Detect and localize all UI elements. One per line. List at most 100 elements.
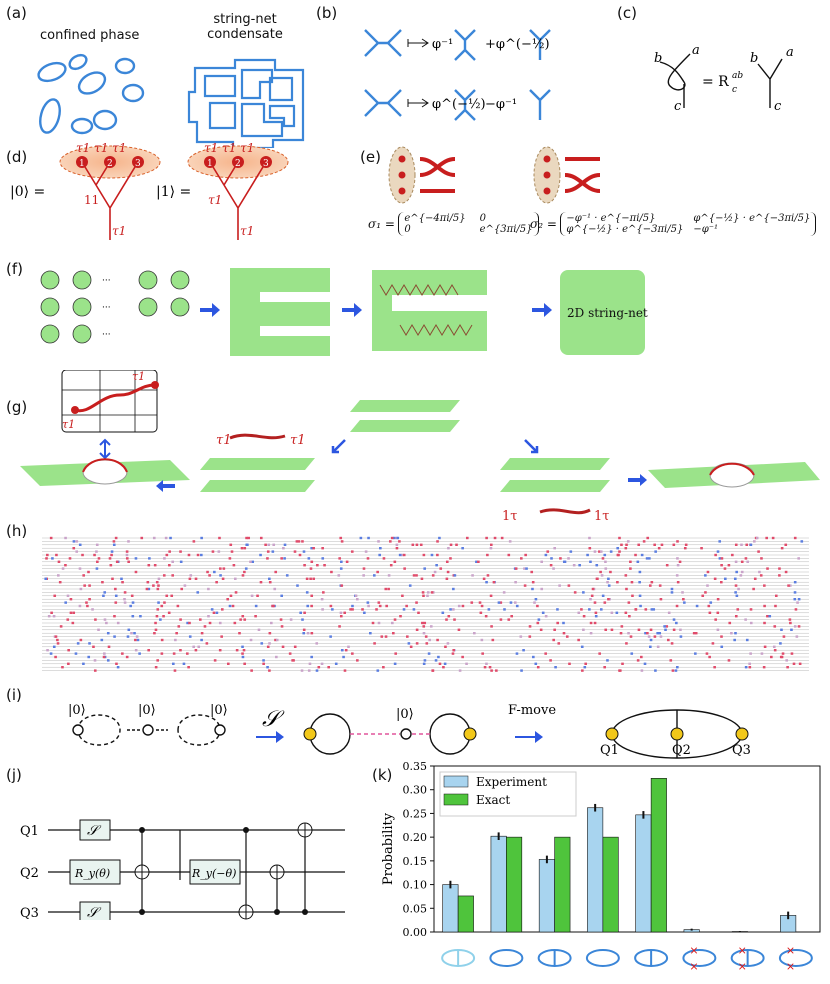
- panel-h-circuit: [42, 536, 809, 672]
- condensate-label: string-net condensate: [207, 12, 283, 42]
- svg-text:3: 3: [263, 159, 269, 169]
- f-final-label: 2D string-net: [567, 306, 648, 320]
- panel-j-circuit: Q1 Q2 Q3 𝒮 R_y(θ) 𝒮 R_y(−θ): [20, 819, 345, 920]
- svg-text:τ1: τ1: [62, 418, 75, 431]
- panel-d-figure: 1 2 3 τ1 τ1 τ1 11 τ1 |0⟩ = 1 2 3 τ1 τ1 τ…: [10, 141, 289, 240]
- y-axis-label: Probability: [381, 812, 396, 885]
- svg-text:a: a: [786, 45, 794, 60]
- legend-label: Experiment: [476, 775, 547, 789]
- y-tick-label: 0.25: [403, 807, 428, 820]
- panel-k-chart: 0.000.050.100.150.200.250.300.35Probabil…: [381, 760, 821, 973]
- svg-text:|0⟩: |0⟩: [138, 703, 156, 718]
- svg-text:τ1: τ1: [208, 193, 222, 207]
- svg-text:τ1: τ1: [240, 224, 254, 238]
- c-label-a: a: [692, 43, 700, 58]
- category-icon: [585, 949, 620, 967]
- bar-exact: [650, 778, 667, 933]
- c-sub: c: [732, 85, 737, 95]
- svg-text:R_y(−θ): R_y(−θ): [191, 867, 236, 880]
- legend-swatch: [443, 775, 469, 788]
- svg-text:2: 2: [107, 159, 113, 169]
- svg-text:···: ···: [102, 303, 111, 313]
- svg-text:1τ: 1τ: [502, 509, 517, 520]
- svg-text:τ1: τ1: [132, 370, 145, 383]
- y-tick-label: 0.00: [403, 926, 428, 939]
- panel-f-figure: ··· ··· ··· 2D string-net: [40, 268, 648, 356]
- svg-text:F-move: F-move: [508, 703, 556, 718]
- sigma2-matrix: σ₂ = −φ⁻¹ · e^{−πi/5}φ^{−½} · e^{−3πi/5}…: [530, 212, 817, 236]
- y-tick-label: 0.05: [403, 902, 428, 915]
- legend-swatch: [443, 793, 469, 806]
- c-sup: ab: [732, 71, 743, 81]
- svg-text:Q2: Q2: [672, 743, 691, 758]
- bar-experiment: [490, 835, 507, 933]
- svg-text:×: ×: [689, 960, 698, 973]
- panel-c-figure: b a c = R ab c b a c: [654, 43, 794, 114]
- panel-e-braids: [388, 146, 601, 204]
- svg-text:Q1: Q1: [600, 743, 619, 758]
- d-bottom-label: τ1: [112, 224, 126, 238]
- category-icon: [489, 949, 524, 967]
- bar-exact: [602, 836, 619, 933]
- d-tau-top-left: τ1 τ1 τ1: [76, 141, 126, 155]
- svg-text:2: 2: [235, 159, 241, 169]
- panel-i-figure: |0⟩ |0⟩ |0⟩ 𝒮 |0⟩ F-move Q1 Q2 Q3: [68, 703, 751, 759]
- svg-text:1τ: 1τ: [594, 509, 609, 520]
- svg-text:···: ···: [102, 276, 111, 286]
- svg-text:Q3: Q3: [20, 906, 39, 920]
- svg-text:1: 1: [207, 159, 213, 169]
- bar-exact: [506, 836, 523, 933]
- panel-label-g: (g): [6, 398, 28, 416]
- y-tick-label: 0.15: [403, 855, 428, 868]
- bar-experiment: [635, 814, 652, 933]
- svg-text:Q2: Q2: [20, 866, 39, 881]
- ket0: |0⟩ =: [10, 184, 45, 200]
- svg-text:×: ×: [786, 960, 795, 973]
- bar-experiment: [587, 807, 604, 933]
- bar-exact: [457, 895, 474, 933]
- y-tick-label: 0.30: [403, 784, 428, 797]
- svg-text:Q1: Q1: [20, 824, 39, 839]
- ket1: |1⟩ =: [156, 184, 191, 200]
- svg-text:×: ×: [689, 944, 698, 957]
- y-tick-label: 0.20: [403, 831, 428, 844]
- svg-text:···: ···: [102, 330, 111, 340]
- svg-text:×: ×: [786, 944, 795, 957]
- bar-experiment: [442, 884, 459, 933]
- panel-label-f: (f): [6, 260, 23, 278]
- d-mid-label: 11: [84, 193, 99, 207]
- svg-text:1: 1: [79, 159, 85, 169]
- svg-text:c: c: [774, 99, 782, 114]
- svg-text:Q3: Q3: [732, 743, 751, 758]
- legend-label: Exact: [476, 793, 510, 807]
- category-icon: [682, 949, 717, 967]
- panel-b-figure: φ⁻¹ +φ^(−½) φ^(−½) −φ⁻¹: [364, 29, 551, 121]
- category-icon: [778, 949, 813, 967]
- panel-label-e: (e): [360, 148, 381, 166]
- b-row2-coef1: φ^(−½): [432, 97, 486, 112]
- svg-text:|0⟩: |0⟩: [396, 707, 414, 722]
- panel-label-j: (j): [6, 766, 22, 784]
- panel-label-a: (a): [6, 4, 27, 22]
- bar-exact: [554, 836, 571, 933]
- b-row1-coef1: φ⁻¹: [432, 37, 453, 52]
- svg-text:𝒮: 𝒮: [262, 707, 285, 732]
- panel-label-h: (h): [6, 522, 28, 540]
- svg-text:|0⟩: |0⟩: [210, 703, 228, 718]
- svg-text:τ1: τ1: [290, 433, 305, 448]
- y-tick-label: 0.35: [403, 760, 428, 773]
- svg-text:|0⟩: |0⟩: [68, 703, 86, 718]
- svg-text:3: 3: [135, 159, 141, 169]
- panel-label-k: (k): [372, 766, 393, 784]
- svg-text:b: b: [750, 51, 758, 66]
- svg-text:×: ×: [738, 944, 747, 957]
- c-label-b: b: [654, 51, 662, 66]
- panel-a-figure: [37, 53, 305, 148]
- b-row1-coef2: +φ^(−½): [485, 37, 550, 52]
- b-row2-coef2: −φ⁻¹: [485, 97, 517, 112]
- svg-text:R_y(θ): R_y(θ): [74, 867, 110, 880]
- confined-phase-label: confined phase: [40, 28, 140, 43]
- c-label-c: c: [674, 99, 682, 114]
- panel-label-i: (i): [6, 686, 22, 704]
